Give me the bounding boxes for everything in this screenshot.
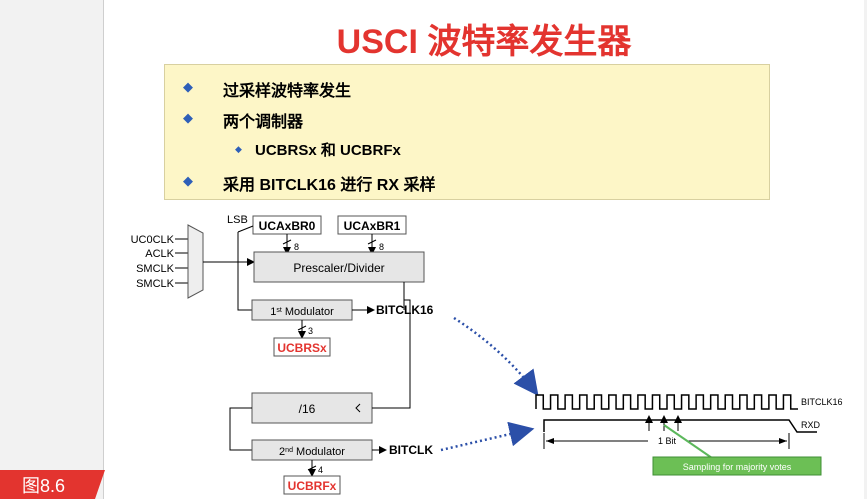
ucbrfx-label: UCBRFx — [288, 479, 337, 493]
bus-tick — [367, 239, 377, 245]
sampling-label: Sampling for majority votes — [683, 462, 792, 472]
bullet-2-sub: UCBRSx 和 UCBRFx — [255, 142, 401, 159]
bitclk16-label: BITCLK16 — [376, 303, 434, 317]
bullet-box: ◆ 过采样波特率发生 ◆ 两个调制器 ◆ UCBRSx 和 UCBRFx ◆ 采… — [164, 64, 770, 200]
divide-16-label: /16 — [299, 402, 316, 416]
bitclk-dotted-arrow — [440, 421, 535, 452]
lsb-wire — [237, 232, 252, 311]
bus-tick — [307, 465, 317, 471]
modulator-2-label: 2nd Modulator — [279, 446, 345, 458]
ucbrfx-box — [283, 475, 341, 495]
slide-title: USCI 波特率发生器 — [336, 23, 632, 61]
prescaler-box — [253, 251, 425, 283]
bullet-2: 两个调制器 — [223, 114, 304, 131]
clk-input-label: UC0CLK — [131, 234, 175, 246]
lsb-wire — [237, 225, 254, 233]
bitclk16-waveform — [535, 394, 798, 410]
baud-rate-diagram: LSB UCAxBR0 UCAxBR1 8 8 UC0CLK ACLK SMCL… — [131, 214, 843, 495]
bits-4-label: 4 — [318, 465, 323, 475]
modulator-1-label: 1st Modulator — [270, 306, 334, 318]
ucaxbr0-label: UCAxBR0 — [259, 219, 316, 233]
clk-input-label: SMCLK — [136, 263, 175, 275]
bitclk-label: BITCLK — [389, 443, 433, 457]
bullet-3: 采用 BITCLK16 进行 RX 采样 — [223, 177, 436, 194]
one-bit-label: 1 Bit — [658, 436, 677, 446]
feedback-wire — [372, 392, 411, 409]
clk-input-label: SMCLK — [136, 278, 175, 290]
ucbrsx-label: UCBRSx — [277, 341, 327, 355]
sampling-callout — [652, 456, 822, 476]
ucbrsx-box — [273, 337, 331, 357]
div16-wire — [229, 407, 252, 451]
slide: USCI 波特率发生器 ◆ 过采样波特率发生 ◆ 两个调制器 ◆ UCBRSx … — [103, 0, 864, 499]
bullet-diamond-icon: ◆ — [183, 79, 193, 94]
lsb-label: LSB — [227, 214, 248, 226]
bullet-diamond-icon: ◆ — [183, 110, 193, 125]
feedback-wire — [404, 299, 411, 392]
waveform-label: BITCLK16 — [801, 397, 843, 407]
bullet-1: 过采样波特率发生 — [223, 83, 352, 100]
callout-line — [663, 424, 713, 459]
ucaxbr1-label: UCAxBR1 — [344, 219, 401, 233]
figure-tag-label: 图8.6 — [22, 476, 66, 496]
prescaler-label: Prescaler/Divider — [293, 261, 384, 275]
bullet-diamond-icon: ◆ — [183, 173, 193, 188]
bus-tick — [282, 239, 292, 245]
clk-input-label: ACLK — [145, 248, 174, 260]
bus-tick — [297, 325, 307, 331]
divide-16-box — [251, 392, 373, 424]
clock-mux — [187, 224, 204, 299]
bits-8-label: 8 — [379, 242, 384, 252]
bits-3-label: 3 — [308, 326, 313, 336]
bit-span-arrowhead — [546, 438, 554, 444]
rxd-label: RXD — [801, 420, 821, 430]
figure-tag: 图8.6 — [0, 470, 110, 499]
sub-bullet-diamond-icon: ◆ — [235, 144, 242, 154]
bits-8-label: 8 — [294, 242, 299, 252]
rxd-waveform — [543, 419, 817, 433]
bit-span-arrowhead — [779, 438, 787, 444]
clock-input-mark — [355, 403, 361, 413]
bitclk16-dotted-arrow — [453, 316, 539, 396]
